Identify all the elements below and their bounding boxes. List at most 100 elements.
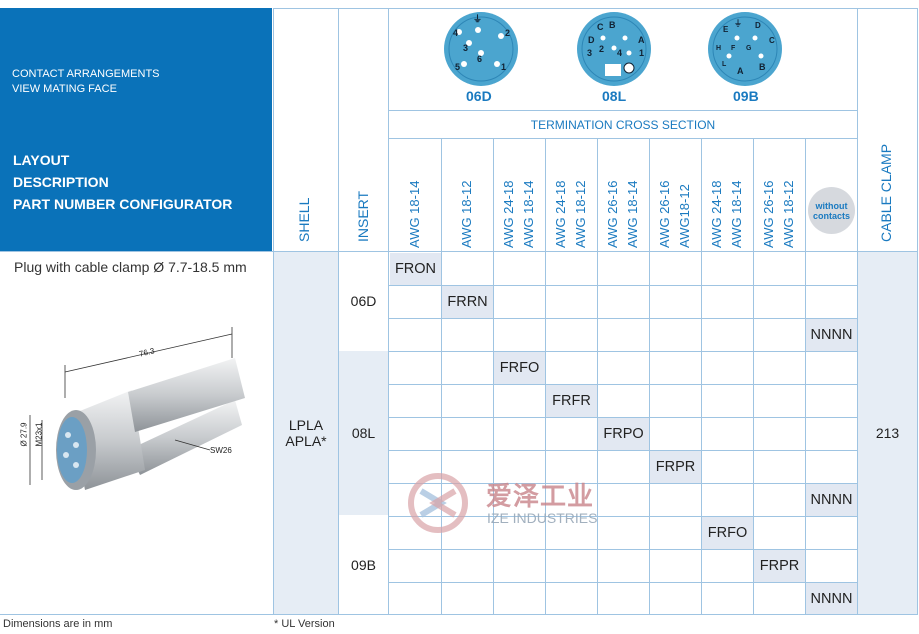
awg-label: AWG 24-18 (709, 180, 724, 248)
clamp-column-bg (858, 252, 917, 614)
code-cell: NNNN (806, 319, 857, 351)
grid-line (389, 417, 857, 418)
layout-heading: LAYOUT (13, 152, 70, 168)
grid-line (0, 614, 918, 615)
insert-06d-bg (339, 252, 388, 350)
svg-text:B: B (759, 62, 766, 72)
connector-09b-label: 09B (733, 88, 759, 104)
grid-line (389, 318, 857, 319)
shell-column-bg (274, 252, 338, 614)
grid-line (388, 8, 389, 614)
grid-line (389, 384, 857, 385)
svg-text:D: D (755, 21, 761, 30)
svg-text:⏚: ⏚ (734, 19, 742, 28)
connector-06d-icon: 4 ⏚ 2 5 6 1 3 (444, 12, 518, 86)
code-cell: FRFR (546, 385, 597, 417)
cable-clamp-value: 213 (875, 425, 900, 441)
diameter-dimension: Ø 27.9 (19, 422, 29, 447)
grid-line (389, 285, 857, 286)
connector-08l-label: 08L (602, 88, 627, 104)
grid-line (917, 8, 918, 614)
grid-line (389, 110, 857, 111)
awg-label: AWG 18-12 (573, 180, 588, 248)
code-cell: NNNN (806, 583, 857, 614)
ul-version-note: * UL Version (274, 618, 335, 630)
svg-text:H: H (716, 45, 721, 52)
code-cell: FRPR (650, 451, 701, 483)
awg-label: AWG 18-14 (625, 180, 640, 248)
shell-lpla: LPLA (288, 417, 324, 433)
plug-drawing (29, 327, 245, 490)
code-cell: FRRN (442, 286, 493, 318)
without-label: without (815, 200, 848, 211)
thread-dimension: M23x1 (34, 422, 44, 447)
insert-08l-bg (339, 351, 388, 515)
without-contacts-badge: without contacts (808, 187, 855, 234)
svg-text:F: F (731, 45, 736, 52)
grid-line (545, 138, 546, 614)
awg-label: AWG 18-14 (521, 180, 536, 248)
grid-line (389, 582, 857, 583)
awg-label: AWG 18-14 (407, 180, 422, 248)
grid-line (857, 8, 858, 614)
description-heading: DESCRIPTION (13, 174, 109, 190)
code-cell: FRPO (598, 418, 649, 450)
awg-label: AWG 18-14 (729, 180, 744, 248)
grid-line (338, 351, 857, 352)
insert-header: INSERT (355, 190, 371, 242)
awg-label: AWG 18-12 (459, 180, 474, 248)
insert-09b: 09B (351, 557, 376, 573)
grid-line (338, 8, 339, 614)
contacts-label: contacts (812, 210, 850, 221)
insert-09b-bg (339, 516, 388, 614)
awg-label: AWG 26-16 (605, 180, 620, 248)
grid-line (597, 138, 598, 614)
header-panel: CONTACT ARRANGEMENTS VIEW MATING FACE LA… (0, 8, 272, 252)
grid-line (389, 450, 857, 451)
svg-text:3: 3 (587, 48, 592, 58)
grid-line (649, 138, 650, 614)
svg-text:L: L (722, 61, 727, 68)
connector-06d-label: 06D (466, 88, 492, 104)
shell-header: SHELL (296, 197, 312, 242)
svg-text:6: 6 (477, 54, 482, 64)
svg-text:2: 2 (505, 28, 510, 38)
svg-text:3: 3 (463, 43, 468, 53)
grid-line (753, 138, 754, 614)
code-cell: FRFO (494, 352, 545, 384)
svg-text:D: D (588, 35, 595, 45)
svg-text:5: 5 (455, 62, 460, 72)
watermark-cn: 爱泽工业 (486, 481, 595, 511)
svg-text:E: E (723, 25, 729, 34)
ize-logo-icon (408, 473, 468, 533)
configurator-heading: PART NUMBER CONFIGURATOR (13, 196, 233, 212)
code-cell: FRPR (754, 550, 805, 582)
svg-text:1: 1 (501, 62, 506, 72)
awg-label: AWG 26-16 (657, 180, 672, 248)
grid-line (273, 8, 918, 9)
shell-value: LPLA APLA* (274, 417, 338, 449)
grid-line (701, 138, 702, 614)
wrench-dimension: SW26 (210, 446, 232, 455)
svg-text:4: 4 (617, 48, 622, 58)
awg-label: AWG 26-16 (761, 180, 776, 248)
svg-text:1: 1 (639, 48, 644, 58)
grid-line (273, 8, 274, 614)
code-cell: NNNN (806, 484, 857, 516)
svg-text:2: 2 (599, 44, 604, 54)
svg-text:A: A (638, 35, 645, 45)
termination-header: TERMINATION CROSS SECTION (530, 118, 716, 132)
insert-06d: 06D (350, 293, 377, 309)
grid-line (0, 251, 918, 252)
contact-arrangements-label: CONTACT ARRANGEMENTS (12, 68, 160, 80)
grid-line (389, 549, 857, 550)
svg-text:C: C (769, 36, 775, 45)
grid-line (389, 138, 857, 139)
insert-08l: 08L (351, 425, 376, 441)
svg-text:A: A (737, 66, 744, 76)
awg-label: AWG18-12 (677, 184, 692, 248)
grid-line (389, 483, 857, 484)
